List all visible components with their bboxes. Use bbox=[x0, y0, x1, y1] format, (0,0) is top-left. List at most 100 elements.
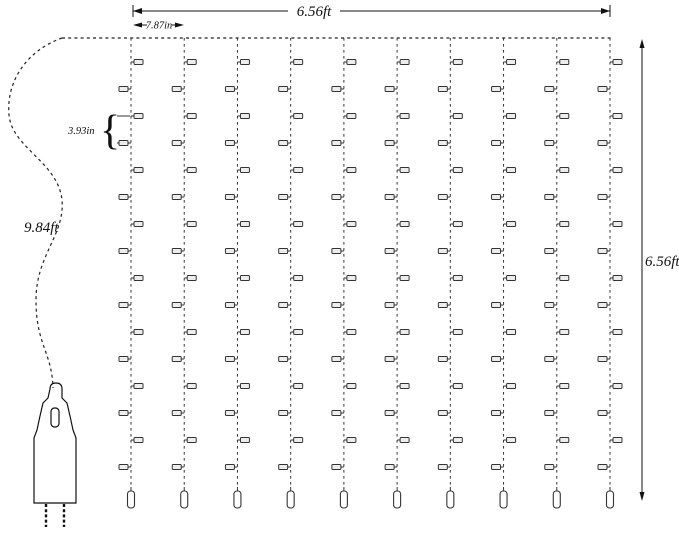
bulb bbox=[544, 410, 555, 416]
bulb bbox=[452, 113, 463, 119]
bulb bbox=[331, 464, 342, 470]
bulb bbox=[239, 221, 250, 227]
end-bulb bbox=[286, 490, 295, 509]
bulb bbox=[506, 167, 517, 173]
bulb bbox=[597, 86, 608, 92]
brace-glyph: { bbox=[100, 108, 120, 154]
bulb bbox=[186, 437, 197, 443]
bulb bbox=[544, 248, 555, 254]
bulb bbox=[331, 140, 342, 146]
bulb bbox=[399, 275, 410, 281]
bulb bbox=[293, 167, 304, 173]
bulb bbox=[399, 437, 410, 443]
bulb bbox=[224, 410, 235, 416]
bulb bbox=[452, 329, 463, 335]
bulb bbox=[118, 194, 129, 200]
bulb bbox=[224, 86, 235, 92]
bulb bbox=[437, 194, 448, 200]
light-strands bbox=[118, 38, 623, 509]
strand-spacing-label: 7.87in bbox=[146, 21, 173, 32]
bulb bbox=[452, 275, 463, 281]
bulb bbox=[239, 275, 250, 281]
bulb bbox=[399, 221, 410, 227]
bulb bbox=[293, 113, 304, 119]
bulb bbox=[506, 59, 517, 65]
bulb bbox=[399, 383, 410, 389]
bulb bbox=[491, 356, 502, 362]
bulb bbox=[171, 410, 182, 416]
bulb bbox=[597, 410, 608, 416]
bulb bbox=[171, 86, 182, 92]
lead-wire bbox=[8, 37, 63, 389]
end-bulb bbox=[339, 490, 348, 509]
bulb bbox=[612, 113, 623, 119]
bulb bbox=[437, 86, 448, 92]
bulb bbox=[346, 167, 357, 173]
bulb bbox=[186, 167, 197, 173]
bulb bbox=[133, 383, 144, 389]
bulb bbox=[118, 140, 129, 146]
end-bulb bbox=[126, 490, 136, 509]
bulb bbox=[186, 383, 197, 389]
bulb bbox=[278, 302, 289, 308]
drop-height-label: 6.56ft bbox=[645, 254, 679, 270]
bulb bbox=[437, 302, 448, 308]
bulb bbox=[491, 86, 502, 92]
bulb bbox=[186, 113, 197, 119]
bulb bbox=[612, 437, 623, 443]
bulb bbox=[597, 248, 608, 254]
bulb bbox=[331, 410, 342, 416]
bulb bbox=[559, 437, 570, 443]
bulb bbox=[346, 383, 357, 389]
bulb bbox=[612, 167, 623, 173]
bulb bbox=[506, 437, 517, 443]
bulb bbox=[331, 194, 342, 200]
bulb bbox=[278, 248, 289, 254]
bulb bbox=[346, 59, 357, 65]
strand-spacing-dimension: 7.87in bbox=[133, 21, 184, 32]
bulb bbox=[133, 221, 144, 227]
bulb bbox=[186, 329, 197, 335]
bulb bbox=[384, 140, 395, 146]
bulb bbox=[597, 356, 608, 362]
bulb bbox=[293, 275, 304, 281]
bulb bbox=[278, 140, 289, 146]
bulb bbox=[346, 329, 357, 335]
bulb bbox=[239, 167, 250, 173]
bulb bbox=[224, 302, 235, 308]
bulb bbox=[597, 194, 608, 200]
bulb bbox=[491, 410, 502, 416]
bulb bbox=[491, 302, 502, 308]
bulb bbox=[384, 302, 395, 308]
top-width-dimension: 6.56ft bbox=[132, 4, 611, 20]
bulb bbox=[612, 221, 623, 227]
bulb bbox=[384, 464, 395, 470]
bulb bbox=[346, 275, 357, 281]
bulb bbox=[331, 302, 342, 308]
bulb bbox=[224, 248, 235, 254]
end-bulb bbox=[499, 490, 508, 509]
bulb bbox=[612, 275, 623, 281]
bulb bbox=[437, 410, 448, 416]
bulb bbox=[544, 140, 555, 146]
bulb bbox=[346, 437, 357, 443]
bulb bbox=[278, 194, 289, 200]
bulb bbox=[171, 302, 182, 308]
bulb bbox=[239, 383, 250, 389]
bulb bbox=[452, 383, 463, 389]
lead-wire-length-label: 9.84ft bbox=[24, 220, 59, 236]
bulb bbox=[331, 86, 342, 92]
bulb bbox=[559, 59, 570, 65]
bulb bbox=[118, 356, 129, 362]
bulb bbox=[293, 437, 304, 443]
end-bulb bbox=[446, 490, 455, 509]
bulb bbox=[171, 194, 182, 200]
bulb bbox=[506, 383, 517, 389]
bulb bbox=[491, 140, 502, 146]
bulb bbox=[118, 86, 129, 92]
bulb bbox=[506, 329, 517, 335]
bulb bbox=[612, 329, 623, 335]
bulb bbox=[452, 167, 463, 173]
bulb bbox=[118, 302, 129, 308]
